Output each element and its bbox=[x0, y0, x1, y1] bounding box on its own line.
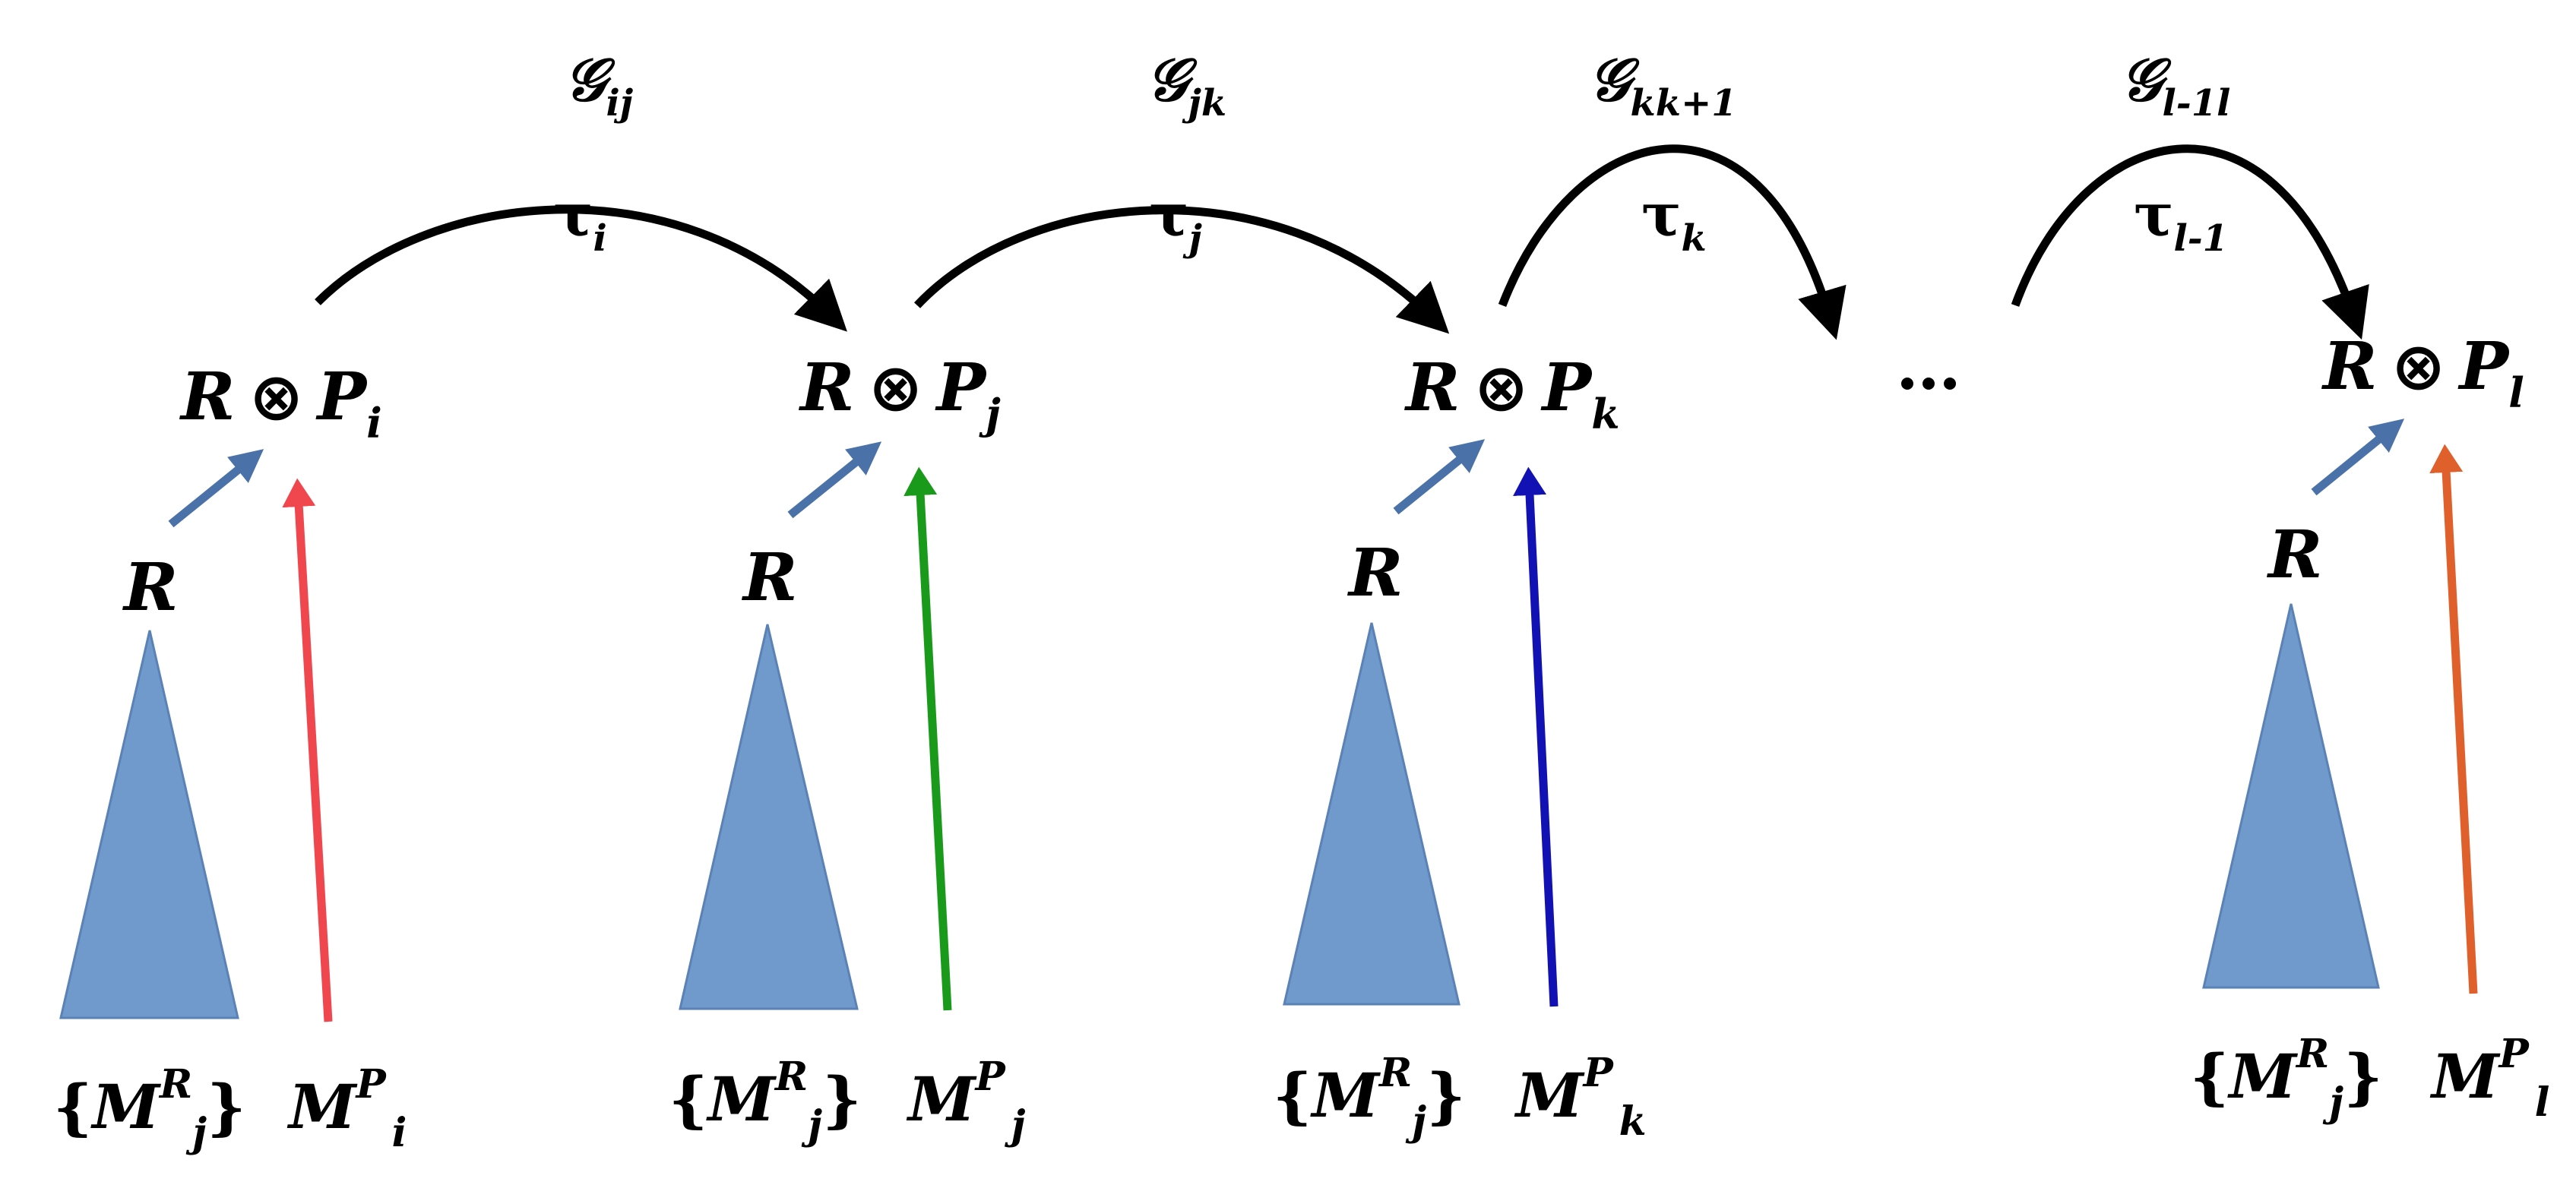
reference-measurements-label: {MRj} bbox=[53, 1061, 246, 1156]
delay-label-l1: τl-1 bbox=[2134, 181, 2228, 260]
reference-triangle bbox=[1283, 622, 1460, 1006]
stage-l: R⊗Pl R {MRj} MPl bbox=[2190, 328, 2549, 1126]
stage-i: R⊗Pi R {MRj} MPi bbox=[53, 359, 407, 1156]
transition-ij: 𝒢ij τi bbox=[315, 46, 847, 332]
probe-measurement-label: MPj bbox=[906, 1054, 1026, 1149]
delay-label-k: τk bbox=[1641, 181, 1707, 260]
tensor-product-label: R⊗Pi bbox=[179, 359, 382, 447]
r-arrow bbox=[1393, 439, 1486, 515]
delay-label-i: τi bbox=[553, 181, 607, 260]
transition-arrow-ij bbox=[315, 205, 847, 332]
reference-measurements-label: {MRj} bbox=[1273, 1050, 1466, 1145]
reference-triangle bbox=[2202, 603, 2380, 989]
transition-label-kk1: 𝒢kk+1 bbox=[1588, 46, 1737, 125]
reference-measurements-label: {MRj} bbox=[2190, 1031, 2383, 1126]
measurement-arrow bbox=[903, 466, 952, 1011]
tensor-product-label: R⊗Pk bbox=[1404, 349, 1620, 438]
r-label: R bbox=[2266, 517, 2322, 593]
transition-label-l1l: 𝒢l-1l bbox=[2120, 46, 2230, 125]
transition-jk: 𝒢jk τj bbox=[913, 46, 1450, 334]
transition-arrow-jk bbox=[913, 206, 1450, 334]
transition-kk1: 𝒢kk+1 τk bbox=[1498, 46, 1847, 340]
tensor-product-label: R⊗Pl bbox=[2321, 328, 2524, 417]
probe-measurement-label: MPi bbox=[286, 1061, 407, 1156]
r-arrow bbox=[2311, 419, 2405, 496]
stage-j: R⊗Pj R {MRj} MPj bbox=[669, 349, 1026, 1149]
r-arrow bbox=[168, 449, 264, 528]
r-label: R bbox=[1347, 535, 1403, 611]
reference-measurements-label: {MRj} bbox=[669, 1054, 862, 1149]
r-label: R bbox=[122, 549, 178, 626]
measurement-arrow bbox=[282, 478, 333, 1022]
transition-label-jk: 𝒢jk bbox=[1146, 46, 1226, 125]
transition-l1l: 𝒢l-1l τl-1 bbox=[2011, 46, 2369, 340]
r-arrow bbox=[787, 441, 882, 519]
measurement-arrow bbox=[1513, 466, 1559, 1007]
tensor-product-label: R⊗Pj bbox=[798, 349, 1001, 438]
transition-arrow-l1l bbox=[2011, 144, 2369, 340]
reference-triangle bbox=[59, 630, 239, 1019]
stage-k: R⊗Pk R {MRj} MPk bbox=[1273, 349, 1647, 1145]
transition-label-ij: 𝒢ij bbox=[564, 46, 633, 125]
probe-measurement-label: MPl bbox=[2429, 1031, 2549, 1126]
transition-arrow-kk1 bbox=[1498, 144, 1847, 340]
ellipsis: … bbox=[1896, 328, 1961, 405]
probe-measurement-label: MPk bbox=[1514, 1050, 1647, 1145]
measurement-arrow bbox=[2429, 444, 2478, 994]
r-label: R bbox=[741, 539, 797, 616]
reference-triangle bbox=[679, 624, 859, 1010]
delay-label-j: τj bbox=[1149, 181, 1202, 260]
